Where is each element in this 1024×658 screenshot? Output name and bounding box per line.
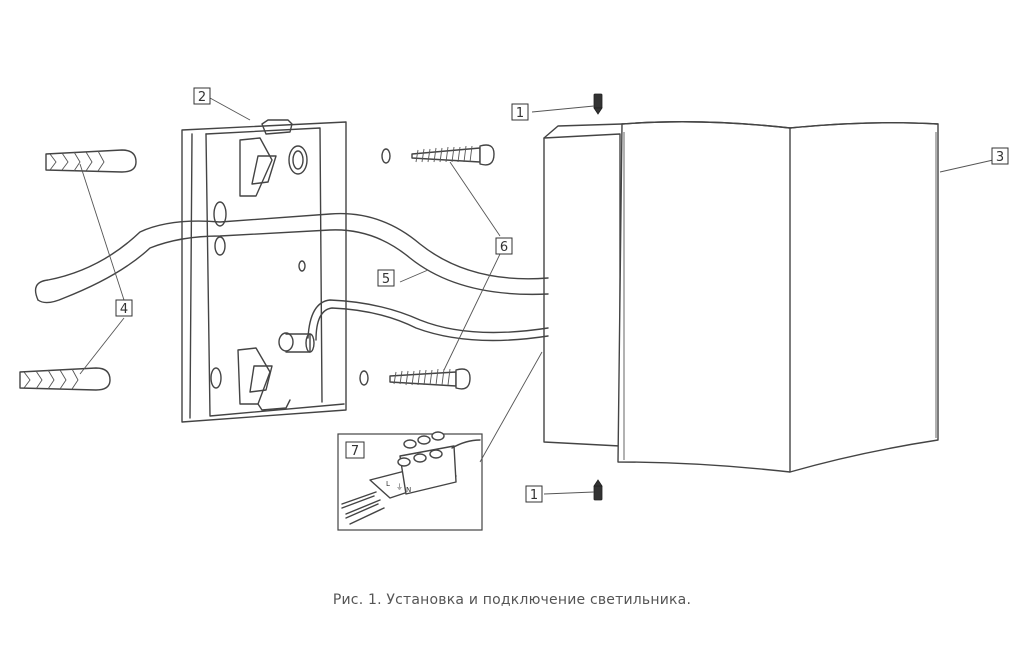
wall-plug-bottom xyxy=(19,367,111,391)
screws xyxy=(359,144,495,390)
callout-set-screw-top: 1 xyxy=(511,103,529,121)
set-screw-top xyxy=(593,93,603,115)
wall-plugs xyxy=(19,149,137,391)
svg-text:3: 3 xyxy=(996,150,1004,165)
callout-set-screw-bottom: 1 xyxy=(525,485,543,503)
callout-wall-plugs: 4 xyxy=(115,299,133,317)
installation-diagram: L ⏚ N 2 1 3 6 5 4 7 xyxy=(19,87,1009,531)
terminal-mark-l: L xyxy=(386,480,390,488)
callout-screws: 6 xyxy=(495,237,513,255)
svg-text:1: 1 xyxy=(530,488,538,503)
svg-text:6: 6 xyxy=(500,240,508,255)
terminal-mark-n: N xyxy=(406,486,411,494)
terminal-mark-ground: ⏚ xyxy=(396,483,403,491)
mounting-plate xyxy=(181,119,347,423)
set-screws xyxy=(593,93,603,501)
svg-text:7: 7 xyxy=(351,444,359,459)
callout-lamp-shade: 3 xyxy=(991,147,1009,165)
power-cable xyxy=(34,212,549,342)
lamp-shade xyxy=(543,121,939,473)
figure-caption: Рис. 1. Установка и подключение светильн… xyxy=(332,592,692,608)
svg-text:2: 2 xyxy=(198,90,206,105)
svg-text:5: 5 xyxy=(382,272,390,287)
svg-text:4: 4 xyxy=(120,302,128,317)
set-screw-bottom xyxy=(593,479,603,501)
callout-mounting-plate: 2 xyxy=(193,87,211,105)
svg-text:1: 1 xyxy=(516,106,524,121)
callout-power-cable: 5 xyxy=(377,269,395,287)
screw-top xyxy=(381,144,495,166)
leader-lines xyxy=(79,97,1003,495)
screw-bottom xyxy=(359,368,471,390)
callout-terminal-block: 7 xyxy=(345,441,365,459)
wall-plug-top xyxy=(45,149,137,173)
